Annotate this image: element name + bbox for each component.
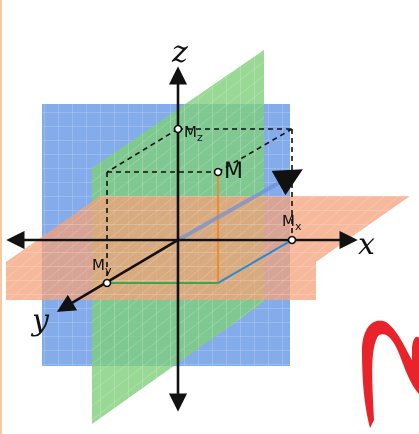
point-my bbox=[102, 278, 112, 288]
depth-arrow bbox=[177, 169, 303, 242]
point-mz bbox=[173, 124, 183, 134]
point-m bbox=[213, 167, 223, 177]
label-mz: Mz bbox=[184, 123, 203, 144]
logo-brush-mark bbox=[362, 320, 419, 428]
z-axis-label: z bbox=[171, 35, 188, 70]
label-mx: Mx bbox=[282, 212, 302, 233]
dashed-box-edges bbox=[106, 128, 293, 283]
x-axis-label: x bbox=[358, 227, 375, 262]
y-axis-label: y bbox=[30, 303, 50, 338]
point-mx bbox=[287, 235, 297, 245]
y-axis bbox=[56, 238, 179, 312]
label-my: My bbox=[92, 256, 112, 277]
point-markers bbox=[102, 124, 297, 288]
label-m: M bbox=[224, 159, 243, 184]
